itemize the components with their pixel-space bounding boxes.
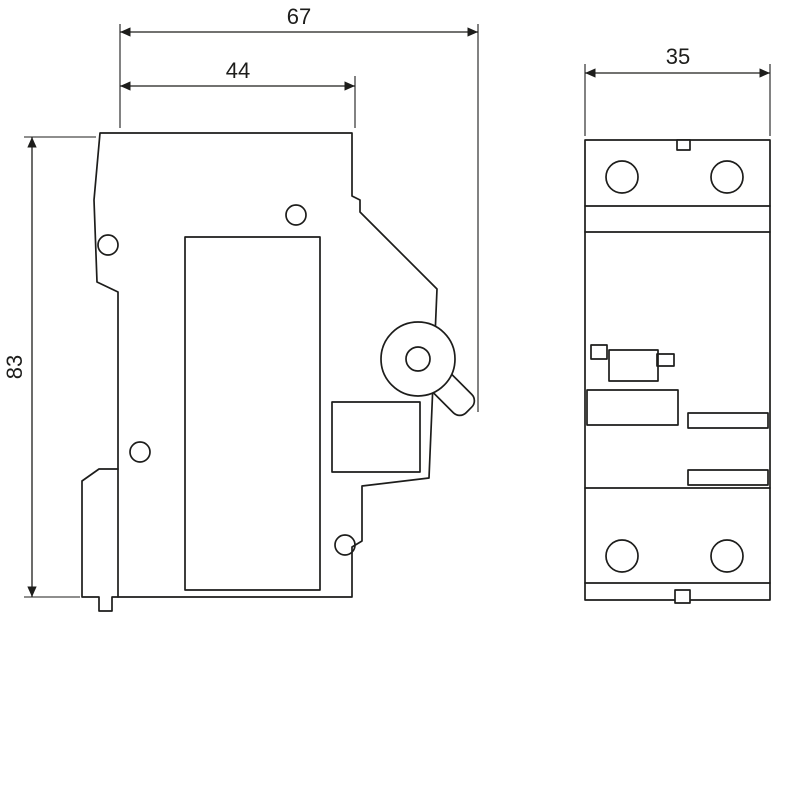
dimension-annotations: 67 44 83 35 — [2, 4, 771, 598]
terminal-screw-bottom-right — [710, 539, 744, 573]
dimension-value-67: 67 — [287, 4, 311, 29]
dimension-body-depth: 44 — [120, 58, 356, 128]
terminal-screw-top-left — [605, 160, 639, 194]
front-view — [584, 139, 771, 604]
label-window-lower — [687, 469, 769, 486]
toggle-stop-right — [656, 353, 675, 367]
dimension-value-83: 83 — [2, 355, 27, 379]
toggle-pivot-disc — [380, 321, 456, 397]
dimension-width: 35 — [584, 44, 771, 136]
front-view-outline — [584, 139, 771, 601]
label-window-upper — [687, 412, 769, 429]
label-recess — [184, 236, 321, 591]
terminal-screw-bottom-left — [605, 539, 639, 573]
toggle-stop-left — [590, 344, 608, 360]
rivet-hole-bottom — [334, 534, 356, 556]
side-view-body-outline — [81, 132, 438, 612]
rivet-hole-left-lower — [129, 441, 151, 463]
side-view — [81, 132, 476, 612]
dimension-value-44: 44 — [226, 58, 250, 83]
dimension-overall-depth: 67 — [119, 4, 479, 412]
toggle-base — [586, 389, 679, 426]
toggle-handle-front — [608, 349, 659, 382]
rivet-hole-left-upper — [97, 234, 119, 256]
bottom-notch — [674, 589, 691, 604]
dimension-value-35: 35 — [666, 44, 690, 69]
terminal-screw-top-right — [710, 160, 744, 194]
toggle-pivot-axle — [405, 346, 431, 372]
dimension-height: 83 — [2, 136, 96, 598]
rivet-hole-top — [285, 204, 307, 226]
top-notch — [676, 139, 691, 151]
mechanism-block — [331, 401, 421, 473]
